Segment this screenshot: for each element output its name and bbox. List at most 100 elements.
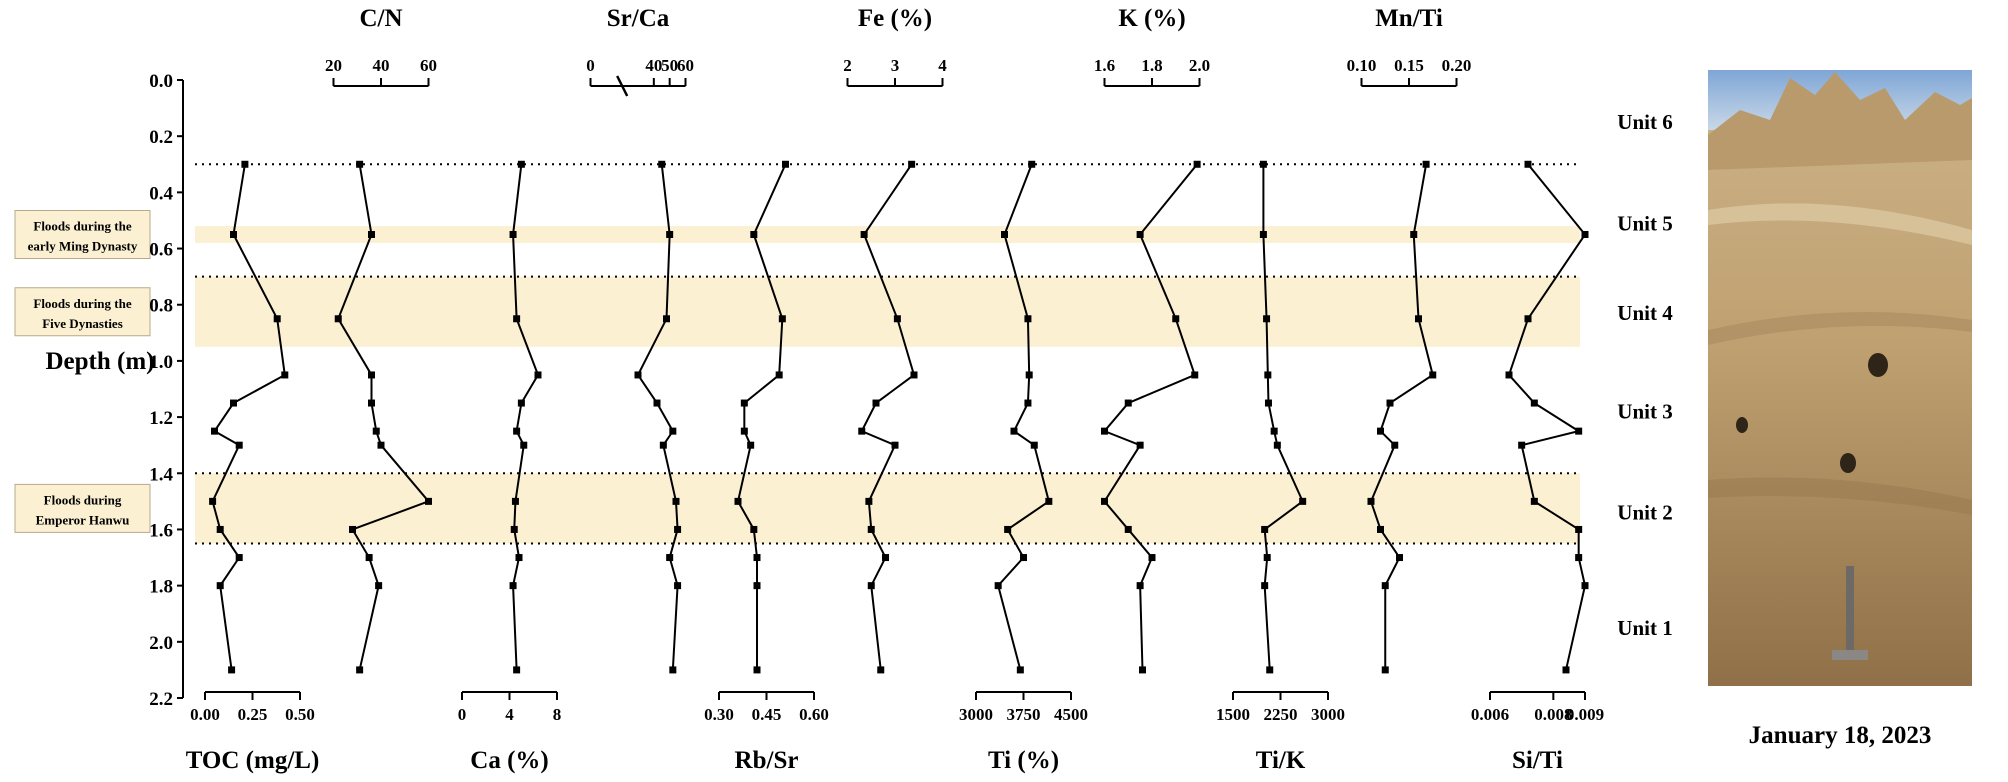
data-point-sr-ca	[674, 582, 682, 590]
series-title-ti: Ti (%)	[988, 747, 1059, 774]
axis-tick-label-mn-ti: 0.15	[1394, 56, 1424, 75]
depth-axis-tick-label: 0.2	[149, 127, 173, 148]
data-point-si-ti	[1524, 160, 1532, 168]
unit-label-unit-2: Unit 2	[1617, 501, 1672, 525]
axis-tick-label-mn-ti: 0.20	[1442, 56, 1472, 75]
series-title-sr-ca: Sr/Ca	[607, 5, 670, 32]
depth-axis-tick-label: 0.8	[149, 296, 173, 317]
axis-tick-label-k: 1.6	[1094, 56, 1115, 75]
data-point-ca	[517, 160, 525, 168]
data-point-toc-mg-l	[235, 554, 243, 562]
data-point-toc-mg-l	[235, 441, 243, 449]
data-point-ca	[510, 525, 518, 533]
data-point-rb-sr	[782, 160, 789, 168]
series-title-ti-k: Ti/K	[1256, 747, 1306, 774]
data-point-ti-k	[1270, 427, 1278, 435]
data-point-k	[1101, 497, 1108, 505]
data-point-c-n	[356, 160, 364, 168]
data-point-ti-k	[1259, 160, 1267, 168]
data-point-sr-ca	[672, 497, 680, 505]
axis-tick-label-toc-mg-l: 0.00	[190, 705, 220, 724]
data-point-sr-ca	[666, 231, 674, 238]
data-point-fe	[860, 231, 868, 238]
flood-band	[195, 226, 1580, 243]
data-point-ti	[1025, 371, 1033, 379]
data-point-mn-ti	[1386, 399, 1394, 407]
data-point-ti	[1016, 666, 1024, 674]
data-point-rb-sr	[775, 371, 783, 379]
data-point-toc-mg-l	[228, 666, 236, 674]
data-point-ti	[1024, 315, 1032, 323]
data-point-ti-k	[1261, 525, 1269, 533]
data-point-rb-sr	[740, 427, 748, 435]
data-point-rb-sr	[753, 554, 761, 562]
axis-tick-label-sr-ca: 60	[677, 56, 694, 75]
photo-soil	[1708, 70, 1972, 686]
axis-tick-label-si-ti: 0.008	[1534, 705, 1572, 724]
data-point-rb-sr	[753, 582, 761, 590]
data-point-rb-sr	[750, 231, 758, 238]
flood-label-text: Floods during	[44, 492, 122, 507]
axis-tick-label-rb-sr: 0.30	[704, 705, 734, 724]
series-line-toc-mg-l	[211, 164, 286, 671]
data-point-c-n	[377, 441, 385, 449]
data-point-sr-ca	[659, 441, 667, 449]
data-point-mn-ti	[1377, 427, 1384, 435]
photo-layer-band	[1708, 477, 1972, 515]
data-point-fe	[877, 666, 885, 674]
data-point-k	[1193, 160, 1201, 168]
data-point-fe	[910, 371, 918, 379]
data-point-si-ti	[1575, 554, 1583, 562]
data-point-ca	[515, 554, 523, 562]
axis-tick-label-ti-k: 2250	[1264, 705, 1298, 724]
data-point-k	[1124, 525, 1132, 533]
data-point-ti-k	[1264, 399, 1272, 407]
data-point-k	[1139, 666, 1146, 674]
axis-tick-label-toc-mg-l: 0.25	[238, 705, 268, 724]
depth-axis-tick-label: 1.6	[149, 520, 173, 541]
flood-label-text: Five Dynasties	[42, 316, 123, 331]
data-point-c-n	[365, 554, 373, 562]
data-point-rb-sr	[778, 315, 786, 323]
data-point-sr-ca	[653, 399, 661, 407]
photo-layer-band	[1708, 312, 1972, 345]
axis-tick-label-mn-ti: 0.10	[1347, 56, 1377, 75]
series-line-ca	[512, 164, 540, 670]
depth-axis-tick-label: 1.2	[149, 408, 173, 429]
data-point-ca	[517, 399, 525, 407]
data-point-fe	[865, 497, 873, 505]
series-line-ti-k	[1262, 164, 1304, 670]
depth-axis-tick-label: 0.6	[149, 240, 173, 261]
data-point-k	[1172, 315, 1180, 323]
data-point-mn-ti	[1381, 666, 1389, 674]
flood-label-box	[14, 287, 151, 337]
data-point-ca	[513, 427, 521, 435]
data-point-si-ti	[1581, 582, 1589, 590]
data-point-sr-ca	[669, 427, 677, 435]
data-point-c-n	[425, 497, 432, 505]
data-point-ti-k	[1261, 582, 1269, 590]
data-point-ca	[511, 497, 519, 505]
data-point-fe	[893, 315, 901, 323]
data-point-toc-mg-l	[216, 582, 224, 590]
data-point-rb-sr	[747, 441, 755, 449]
data-point-k	[1124, 399, 1132, 407]
axis-tick-label-ti: 3000	[959, 705, 993, 724]
data-point-rb-sr	[734, 497, 742, 505]
flood-label-text: Floods during the	[33, 296, 131, 311]
data-point-ca	[513, 666, 521, 674]
data-point-k	[1136, 582, 1144, 590]
photo-date-caption: January 18, 2023	[1748, 722, 1932, 749]
data-point-ca	[520, 441, 528, 449]
data-point-c-n	[368, 371, 375, 379]
unit-label-unit-6: Unit 6	[1617, 110, 1672, 134]
data-point-toc-mg-l	[230, 231, 237, 238]
data-point-sr-ca	[658, 160, 666, 168]
data-point-mn-ti	[1377, 525, 1384, 533]
data-point-mn-ti	[1410, 231, 1418, 238]
axis-tick-label-c-n: 60	[420, 56, 437, 75]
flood-label-box	[14, 483, 151, 533]
data-point-k	[1136, 441, 1144, 449]
photo-rock-outcrop	[1708, 72, 1972, 170]
